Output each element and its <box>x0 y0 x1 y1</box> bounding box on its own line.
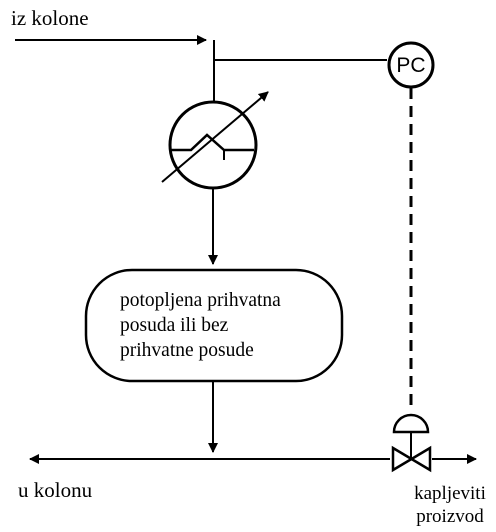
vessel-label-line1: potopljena prihvatna <box>120 290 281 311</box>
vessel-label-line2: posuda ili bez <box>120 315 229 336</box>
valve-body <box>391 445 432 473</box>
inlet-line <box>15 35 215 108</box>
liquid-product-line1: kapljeviti <box>414 483 486 504</box>
vessel-label: potopljena prihvatna posuda ili bez prih… <box>120 288 335 363</box>
to-column-label: u kolonu <box>18 478 93 502</box>
condenser-shell <box>168 100 258 190</box>
valve-actuator <box>392 413 430 434</box>
control-valve <box>391 413 432 473</box>
liquid-product-line2: proizvod <box>416 506 484 527</box>
condenser-adjust-arrow <box>161 91 269 183</box>
condenser <box>161 91 269 190</box>
pressure-controller <box>387 41 435 89</box>
from-column-label: iz kolone <box>11 6 89 30</box>
condenser-coil <box>171 133 254 152</box>
vessel-label-line3: prihvatne posude <box>120 340 254 361</box>
pressure-controller-tag: PC <box>396 54 426 77</box>
liquid-product-label: kapljeviti proizvod <box>404 482 496 528</box>
